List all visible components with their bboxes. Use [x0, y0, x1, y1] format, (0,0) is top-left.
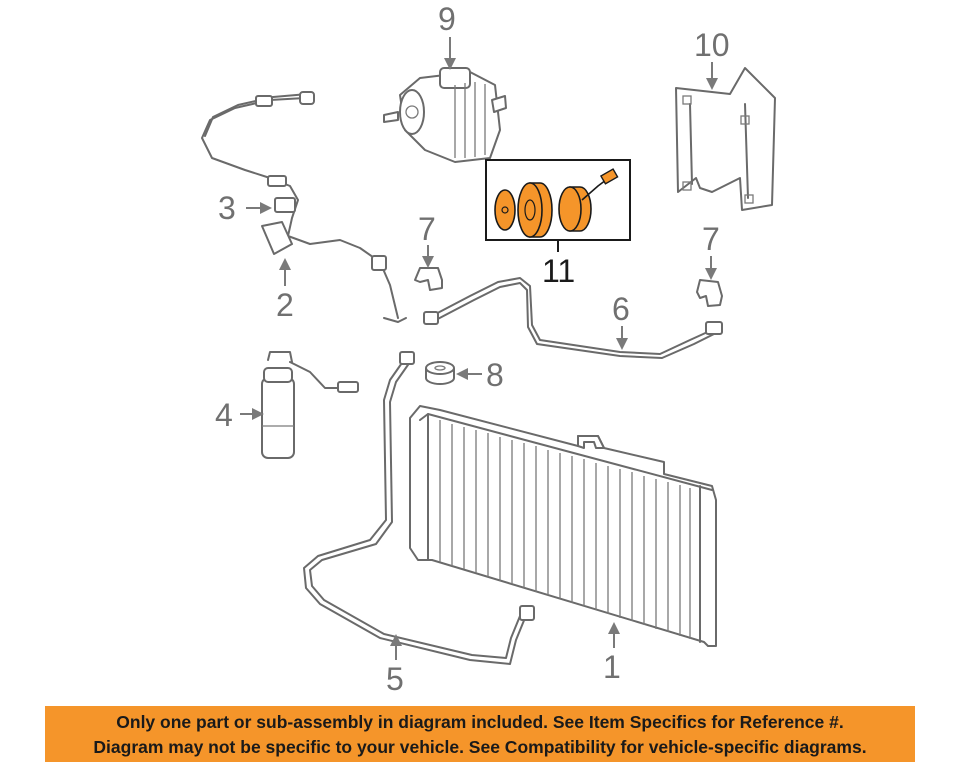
leader-8: [456, 368, 482, 380]
callout-6: 6: [612, 291, 630, 327]
clutch-kit: [485, 159, 631, 252]
callout-9: 9: [438, 1, 456, 37]
callout-3: 3: [218, 190, 236, 226]
callout-4: 4: [215, 397, 233, 433]
clip-left: [414, 267, 443, 291]
leader-1: [608, 622, 620, 648]
clutch-plate: [494, 189, 516, 231]
grommet: [425, 361, 455, 385]
leader-9: [444, 37, 456, 70]
bracket: [675, 67, 776, 211]
leader-3: [246, 202, 272, 214]
parts-diagram: 9 10 3 2 7 7 11 6 8 4 5 1: [201, 1, 776, 697]
compressor: [383, 67, 507, 163]
callout-8: 8: [486, 357, 504, 393]
callout-10: 10: [694, 27, 730, 63]
callout-5: 5: [386, 661, 404, 697]
leader-6: [616, 326, 628, 350]
disclaimer-line-2: Diagram may not be specific to your vehi…: [93, 737, 867, 757]
leader-4: [240, 408, 264, 420]
liquid-line: [303, 351, 535, 665]
callout-1: 1: [603, 649, 621, 685]
leader-7b: [705, 256, 717, 280]
disclaimer-line-1: Only one part or sub-assembly in diagram…: [116, 712, 844, 732]
leader-7a: [422, 245, 434, 268]
hose-assembly: [201, 91, 407, 323]
callout-7b: 7: [702, 221, 720, 257]
disclaimer-banner: Only one part or sub-assembly in diagram…: [45, 706, 915, 762]
clip-right: [696, 279, 723, 307]
callout-2: 2: [276, 287, 294, 323]
leader-10: [706, 62, 718, 90]
callout-11: 11: [542, 253, 575, 289]
receiver-drier: [261, 351, 359, 459]
callout-7a: 7: [418, 211, 436, 247]
leader-5: [390, 634, 402, 660]
condenser: [409, 405, 717, 647]
discharge-line: [423, 277, 723, 359]
leader-2: [279, 258, 291, 286]
